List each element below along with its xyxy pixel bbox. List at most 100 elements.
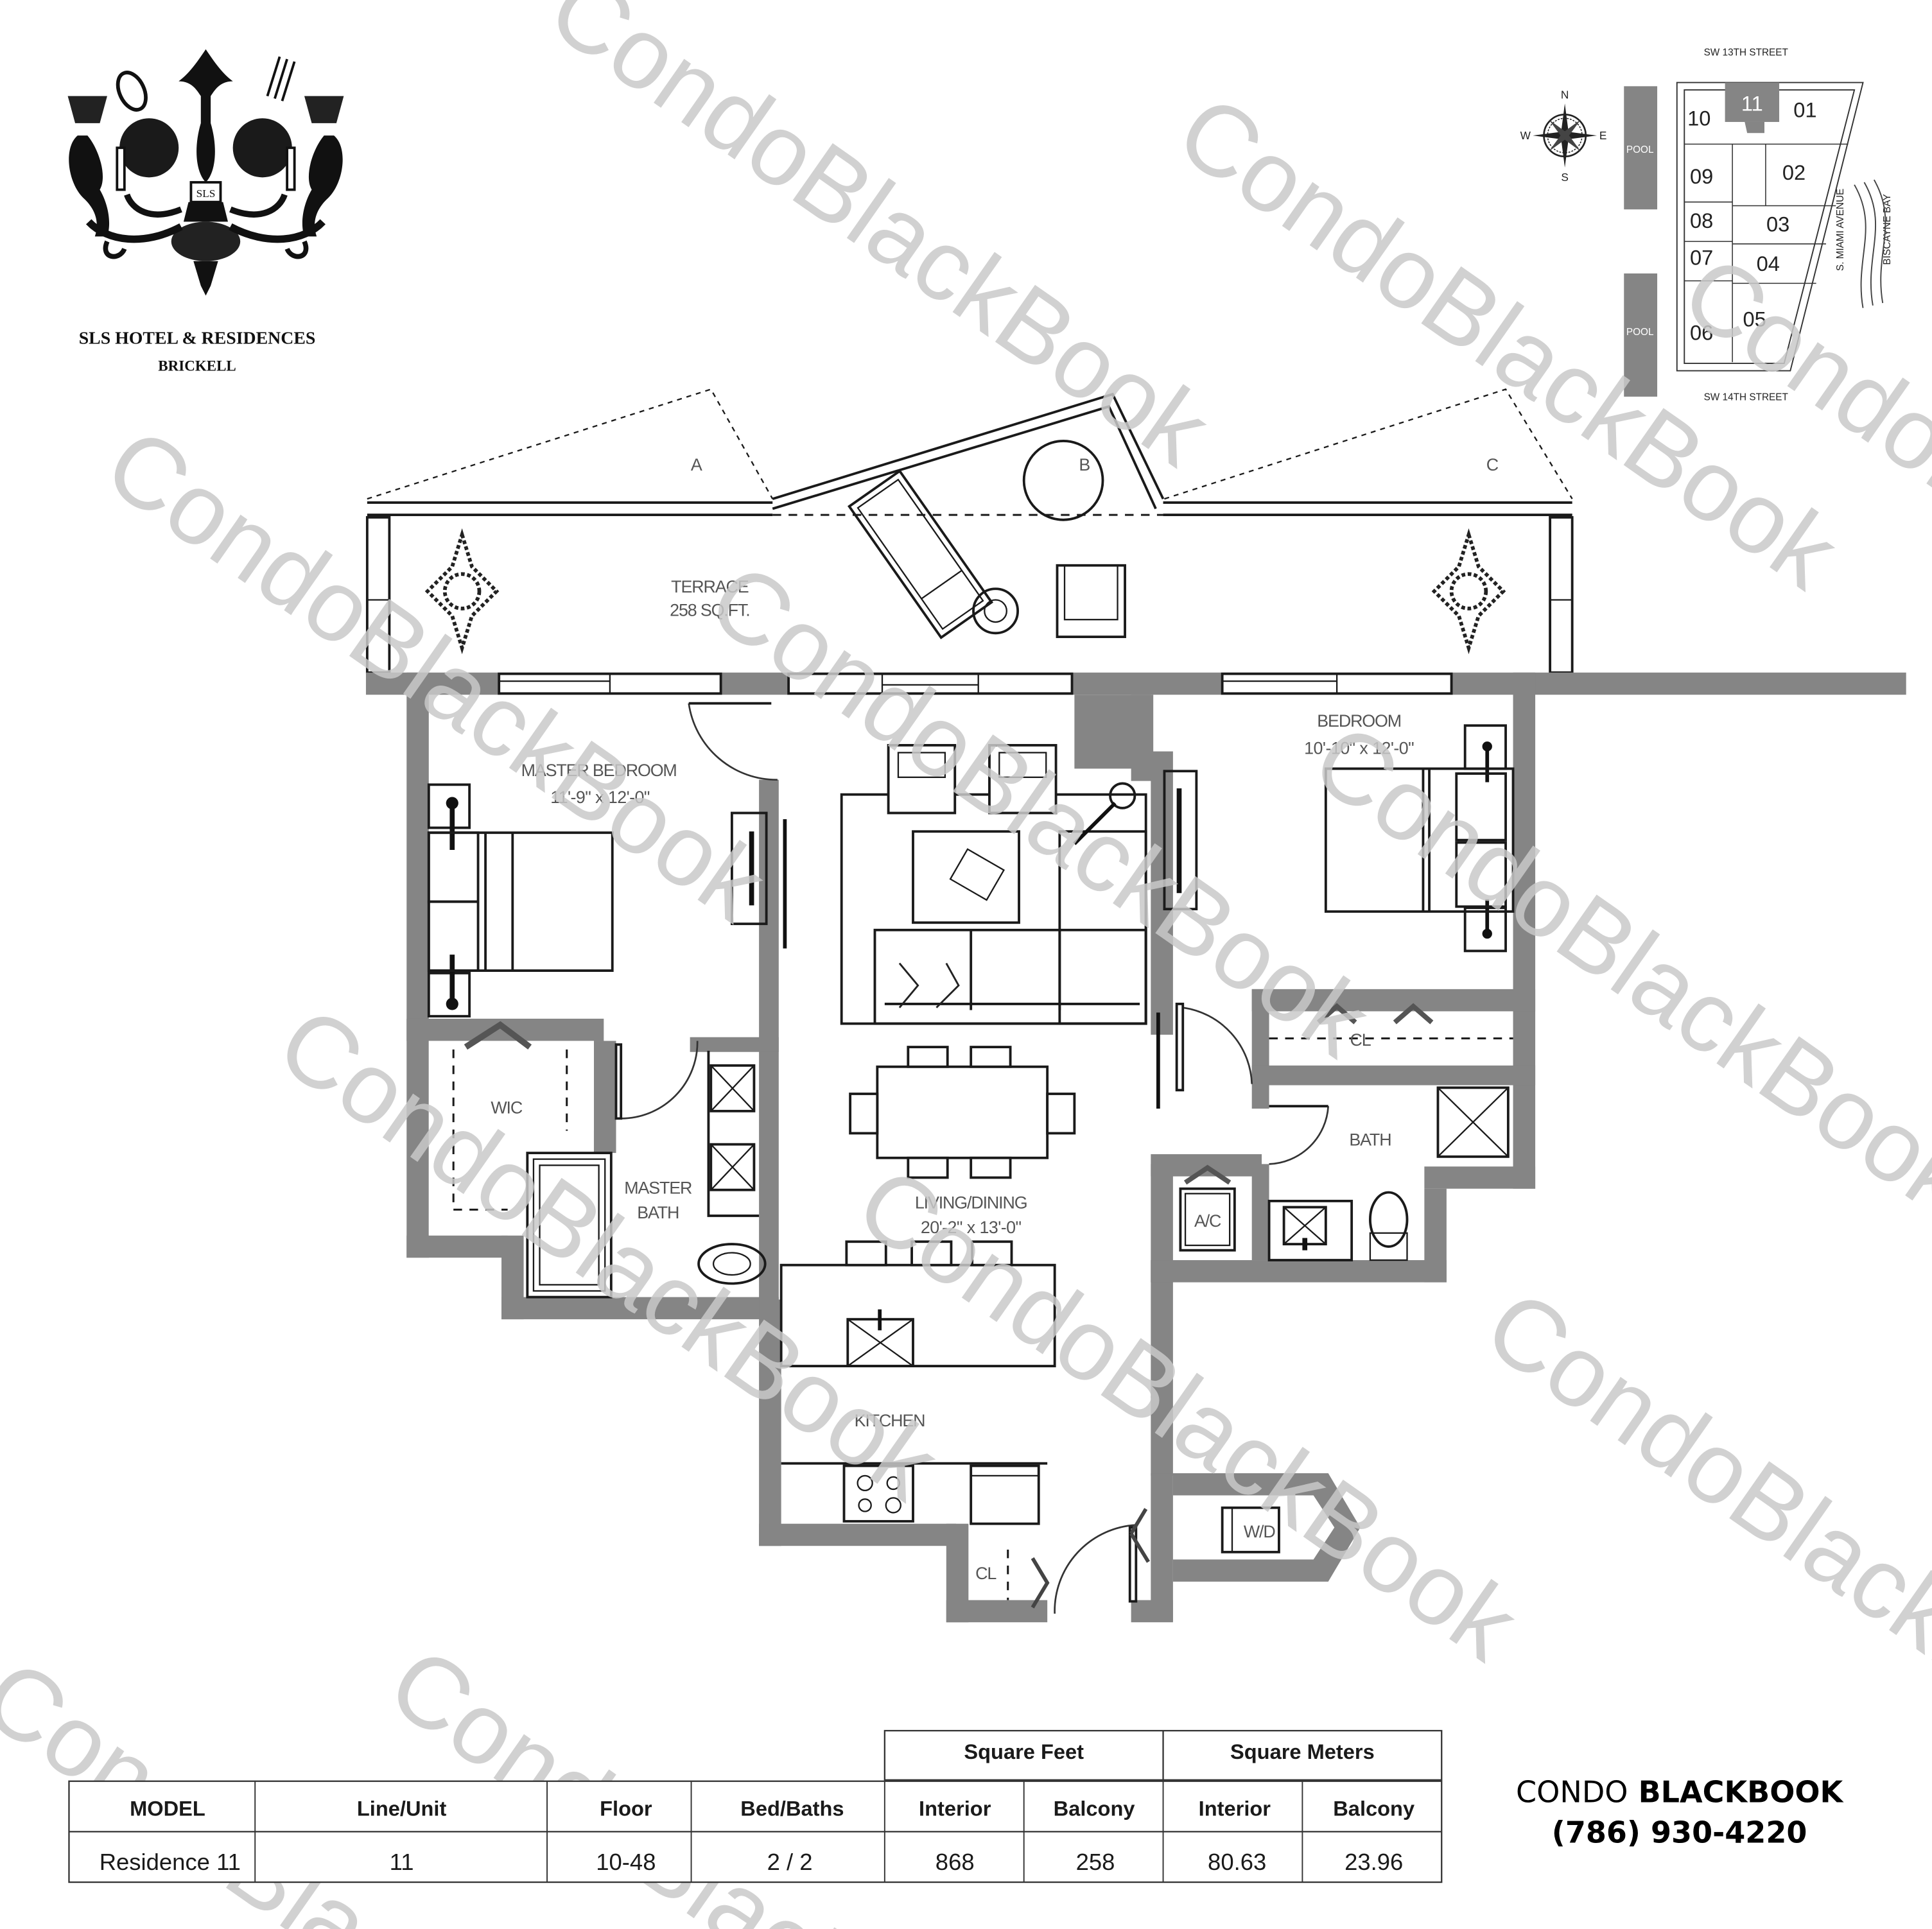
side-table-icon — [972, 587, 1020, 635]
svg-text:07: 07 — [1690, 246, 1713, 270]
chandelier-crest-icon: SLS — [67, 49, 344, 296]
svg-text:258: 258 — [1076, 1849, 1115, 1875]
floor-lamp-icon — [1109, 782, 1136, 809]
walls — [365, 672, 1906, 1623]
sink-icon — [709, 1143, 756, 1191]
bed-icon — [1324, 767, 1515, 913]
svg-text:05: 05 — [1743, 307, 1766, 331]
street-east: S. MIAMI AVENUE — [1835, 189, 1846, 271]
master-bath: MASTER BATH — [526, 1041, 767, 1299]
bath: BATH A/C — [1156, 1002, 1510, 1261]
floorplan: A B C — [365, 388, 1906, 1623]
terrace-area: 258 SQ.FT. — [670, 600, 749, 619]
logo-subtitle: BRICKELL — [158, 358, 236, 374]
key-plan: N S E W SW 13TH STREET SW 14TH STREET S.… — [1520, 47, 1893, 402]
living-area — [840, 744, 1198, 1025]
contact-block: CONDO BLACKBOOK (786) 930-4220 — [1516, 1774, 1845, 1849]
kitchen: KITCHEN — [779, 1240, 1056, 1525]
pool-north — [1624, 86, 1658, 210]
toilet-icon — [1369, 1191, 1409, 1248]
plant-icon — [424, 528, 500, 655]
svg-text:POOL: POOL — [1626, 144, 1654, 155]
bedroom-dims: 10'-10" x 12'-0" — [1304, 738, 1414, 757]
street-south: SW 14TH STREET — [1704, 392, 1789, 403]
col-model: MODEL — [130, 1796, 205, 1820]
specs-table: Square Feet Square Meters MODEL Line/Uni… — [68, 1729, 1443, 1883]
col-line-unit: Line/Unit — [357, 1796, 447, 1820]
bedroom: BEDROOM 10'-10" x 12'-0" CL — [1269, 711, 1515, 1050]
col-floor: Floor — [600, 1796, 652, 1820]
terrace-label: TERRACE — [671, 577, 749, 596]
col-sqft-interior: Interior — [919, 1796, 991, 1820]
living-dining-label: LIVING/DINING — [915, 1193, 1027, 1212]
col-sqm-interior: Interior — [1199, 1796, 1271, 1820]
svg-text:W: W — [1520, 129, 1531, 142]
svg-text:Residence 11: Residence 11 — [100, 1849, 241, 1875]
compass-icon: N S E W — [1520, 89, 1607, 184]
svg-text:CondoBlackBook: CondoBlackBook — [1466, 1268, 1932, 1805]
walk-in-closet: WIC — [428, 1021, 594, 1236]
svg-text:03: 03 — [1766, 212, 1789, 236]
phone-number: (786) 930-4220 — [1552, 1815, 1807, 1850]
svg-text:POOL: POOL — [1626, 327, 1654, 338]
svg-text:E: E — [1599, 129, 1607, 142]
svg-text:WIC: WIC — [491, 1098, 523, 1118]
toilet-icon — [697, 1243, 767, 1285]
group-header-sqm: Square Meters — [1230, 1740, 1375, 1763]
svg-text:11: 11 — [1741, 92, 1763, 116]
master-bedroom: MASTER BEDROOM 11'-9" x 12'-0" — [427, 702, 787, 1018]
svg-text:BATH: BATH — [637, 1203, 679, 1222]
col-sqm-balcony: Balcony — [1333, 1796, 1414, 1820]
washer-dryer-icon — [1221, 1506, 1280, 1553]
svg-text:KITCHEN: KITCHEN — [855, 1411, 925, 1430]
cooktop-icon — [842, 1464, 914, 1523]
col-sqft-balcony: Balcony — [1054, 1796, 1135, 1820]
svg-text:06: 06 — [1690, 321, 1713, 345]
col-bed-baths: Bed/Baths — [740, 1796, 844, 1820]
svg-text:BATH: BATH — [1349, 1130, 1391, 1150]
nightstand-icon — [427, 783, 471, 829]
svg-text:CondoBlackBook: CondoBlackBook — [690, 542, 1389, 1078]
svg-text:08: 08 — [1690, 209, 1713, 232]
outdoor-chair-icon — [1056, 564, 1126, 638]
master-bedroom-dims: 11'-9" x 12'-0" — [550, 788, 650, 807]
armchair-icon — [887, 744, 957, 815]
svg-text:CondoBlackBook: CondoBlackBook — [1294, 702, 1932, 1238]
plant-icon — [1431, 528, 1506, 655]
refrigerator-icon — [970, 1464, 1040, 1525]
nightstand-icon — [427, 972, 471, 1018]
ac-unit-icon — [1179, 1187, 1236, 1252]
svg-text:868: 868 — [936, 1849, 975, 1875]
tv-console-icon — [730, 811, 768, 926]
balcony-outline: A B C — [367, 388, 1573, 510]
svg-text:11: 11 — [390, 1849, 414, 1875]
tv-console-icon — [1163, 770, 1198, 911]
svg-text:04: 04 — [1757, 252, 1780, 275]
svg-text:23.96: 23.96 — [1345, 1849, 1403, 1875]
shower-icon — [1436, 1086, 1510, 1158]
sls-logo: SLS SLS HOTEL & RESIDENCES BRICKELL — [67, 49, 344, 374]
svg-text:80.63: 80.63 — [1208, 1849, 1266, 1875]
svg-text:CL: CL — [1350, 1030, 1371, 1050]
svg-text:10-48: 10-48 — [596, 1849, 656, 1875]
sofa-icon — [873, 928, 1147, 1025]
street-north: SW 13TH STREET — [1704, 47, 1789, 58]
brand-name: CONDO BLACKBOOK — [1516, 1774, 1845, 1809]
terrace: TERRACE 258 SQ.FT. — [365, 440, 1574, 674]
highlighted-unit-11 — [1725, 82, 1780, 122]
svg-text:C: C — [1486, 455, 1499, 474]
svg-text:A: A — [691, 455, 702, 474]
svg-text:MASTER: MASTER — [624, 1178, 692, 1197]
svg-text:01: 01 — [1793, 98, 1816, 121]
svg-text:02: 02 — [1782, 160, 1806, 184]
svg-text:10: 10 — [1687, 107, 1710, 130]
sink-icon — [709, 1064, 756, 1112]
svg-text:W/D: W/D — [1244, 1522, 1276, 1541]
entry: CL — [975, 1508, 1150, 1614]
bedroom-label: BEDROOM — [1317, 711, 1401, 731]
group-header-sqft: Square Feet — [964, 1740, 1084, 1763]
svg-text:09: 09 — [1690, 164, 1713, 188]
svg-text:N: N — [1561, 89, 1569, 101]
svg-text:CL: CL — [975, 1564, 996, 1583]
